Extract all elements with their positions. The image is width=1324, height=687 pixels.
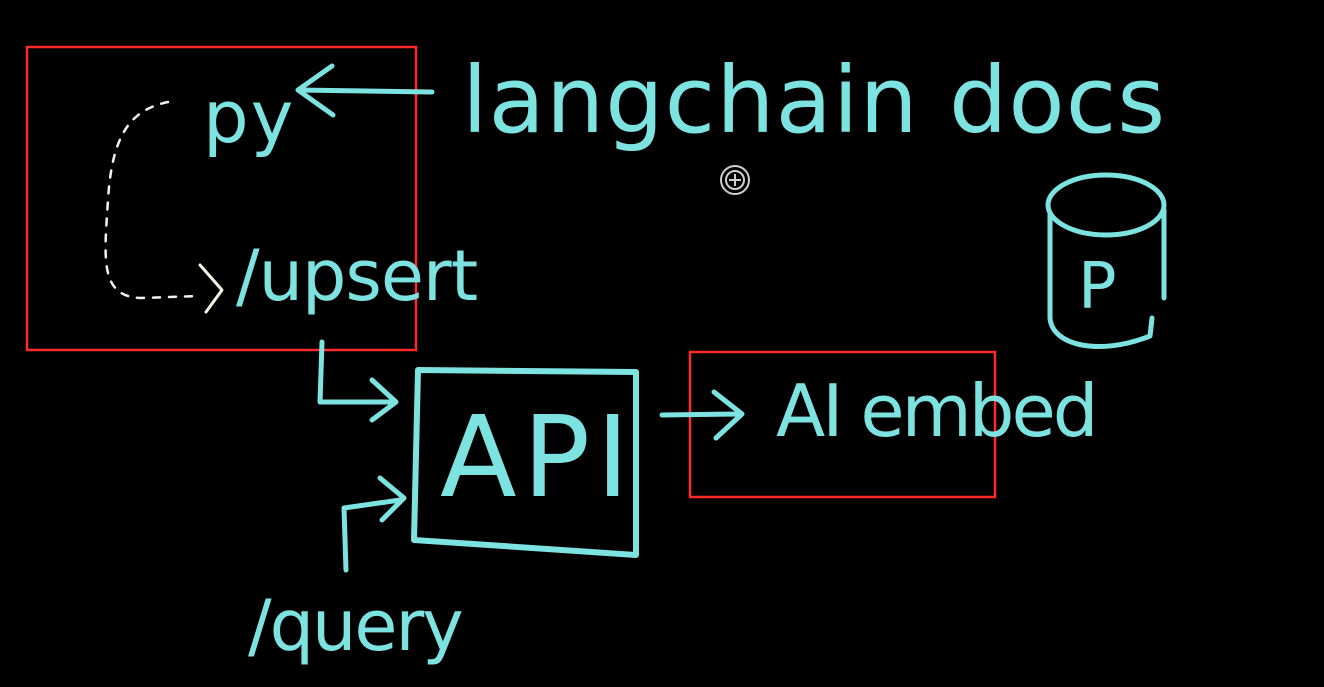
- database-cylinder-icon: P: [1045, 172, 1167, 349]
- api-box[interactable]: [411, 367, 639, 558]
- py-label: py: [203, 75, 295, 159]
- highlight-box-embed: [688, 350, 997, 499]
- highlight-box-ingest: [25, 45, 418, 352]
- langchain-docs-label: langchain docs: [462, 47, 1166, 154]
- query-label: /query: [248, 585, 462, 667]
- docs-to-py-arrow: [295, 63, 435, 118]
- api-label: API: [440, 393, 635, 523]
- database-top: [1045, 172, 1167, 238]
- database-label: P: [1078, 250, 1117, 324]
- api-to-embed-arrow: [659, 389, 745, 441]
- database-body: [1047, 207, 1167, 349]
- py-to-upsert-arrowhead: [198, 263, 224, 314]
- crosshair-plus-icon: [720, 165, 750, 195]
- cursor-inner: [725, 170, 745, 190]
- cursor-ring: [720, 165, 750, 195]
- upsert-to-api-arrow: [317, 339, 399, 423]
- ai-embed-label: AI embed: [776, 369, 1096, 453]
- py-to-upsert-dashed-arrow: [104, 100, 202, 300]
- query-to-api-arrow: [341, 475, 407, 573]
- cursor-plus: [729, 174, 741, 186]
- upsert-label: /upsert: [236, 235, 477, 317]
